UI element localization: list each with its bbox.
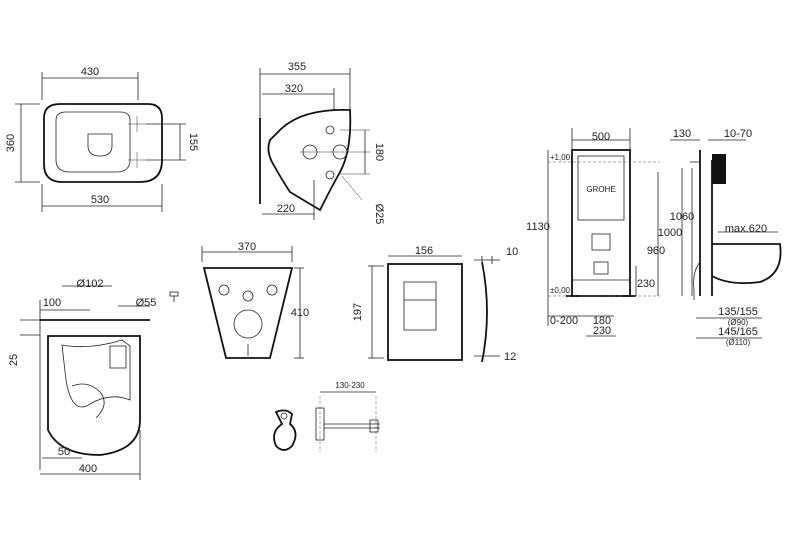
dim-50: 50	[58, 446, 70, 458]
toilet-section: Ø102 Ø55 100 25 50 400	[8, 278, 156, 480]
level-zero: ±0,00	[550, 286, 571, 295]
dim-320: 320	[285, 83, 303, 95]
level-plus-one: +1,00	[550, 153, 571, 162]
mounting-hole-crosshair	[128, 116, 146, 168]
dim-197: 197	[352, 303, 364, 321]
frame-front: 500 GROHE +1,00 ±0,00 1130 960 1000 230 …	[526, 128, 683, 337]
dim-1130: 1130	[526, 221, 550, 233]
dim-1000: 1000	[658, 227, 682, 239]
dim-0-200: 0-200	[550, 315, 578, 327]
dim-230-bottom: 230	[593, 325, 611, 337]
dim-25: 25	[8, 354, 20, 366]
gasket-outline	[202, 267, 294, 359]
dim-230-right: 230	[637, 278, 655, 290]
cistern	[577, 155, 625, 221]
flush-plate-outline	[387, 263, 463, 361]
top-view: 430 360 155 530	[5, 66, 199, 212]
dim-d90: (Ø90)	[728, 318, 749, 327]
dim-12: 12	[504, 351, 516, 363]
dim-100: 100	[43, 297, 61, 309]
dim-d55: Ø55	[136, 297, 157, 309]
flush-plate-profile	[481, 261, 488, 363]
bowl-section-outline	[47, 335, 141, 456]
dim-180b: 180	[593, 315, 611, 327]
dim-180: 180	[373, 143, 385, 161]
dim-d25: Ø25	[373, 204, 385, 225]
dim-10: 10	[506, 246, 518, 258]
flush-button	[403, 281, 437, 331]
dim-530: 530	[91, 194, 109, 206]
bowl-side	[711, 243, 782, 285]
dim-155: 155	[187, 133, 199, 151]
bolt-icon	[169, 291, 179, 302]
dim-360: 360	[5, 134, 17, 152]
dim-145-165: 145/165	[718, 326, 758, 338]
dim-130: 130	[673, 128, 691, 140]
dim-135-155: 135/155	[718, 306, 758, 318]
dim-130-230: 130-230	[335, 381, 365, 390]
dim-355: 355	[288, 61, 306, 73]
brand-label: GROHE	[586, 185, 615, 194]
dim-10-70: 10-70	[724, 128, 752, 140]
dim-1060: 1060	[670, 211, 694, 223]
dim-960: 960	[647, 245, 665, 257]
side-view: 355 320 180 220 Ø25	[259, 61, 385, 225]
frame-side: 130 10-70 max.620 1060 135/155 (Ø90) 145…	[670, 128, 782, 347]
dim-d102: Ø102	[77, 278, 104, 290]
fitting-outline	[273, 409, 297, 451]
dim-410: 410	[291, 307, 309, 319]
dim-500: 500	[592, 131, 610, 143]
pipe-detail: 130-230	[273, 381, 380, 452]
gasket-plate: 370 410	[201, 241, 309, 359]
wall-block	[712, 154, 726, 184]
dim-400: 400	[79, 463, 97, 475]
dim-d110: (Ø110)	[726, 338, 751, 347]
dim-max620: max.620	[725, 223, 767, 235]
dim-430: 430	[81, 66, 99, 78]
bowl-side-outline	[267, 108, 352, 212]
dim-370: 370	[238, 241, 256, 253]
dim-220: 220	[277, 203, 295, 215]
flush-plate: 156 197 10 12	[352, 245, 518, 363]
dim-156: 156	[415, 245, 433, 257]
